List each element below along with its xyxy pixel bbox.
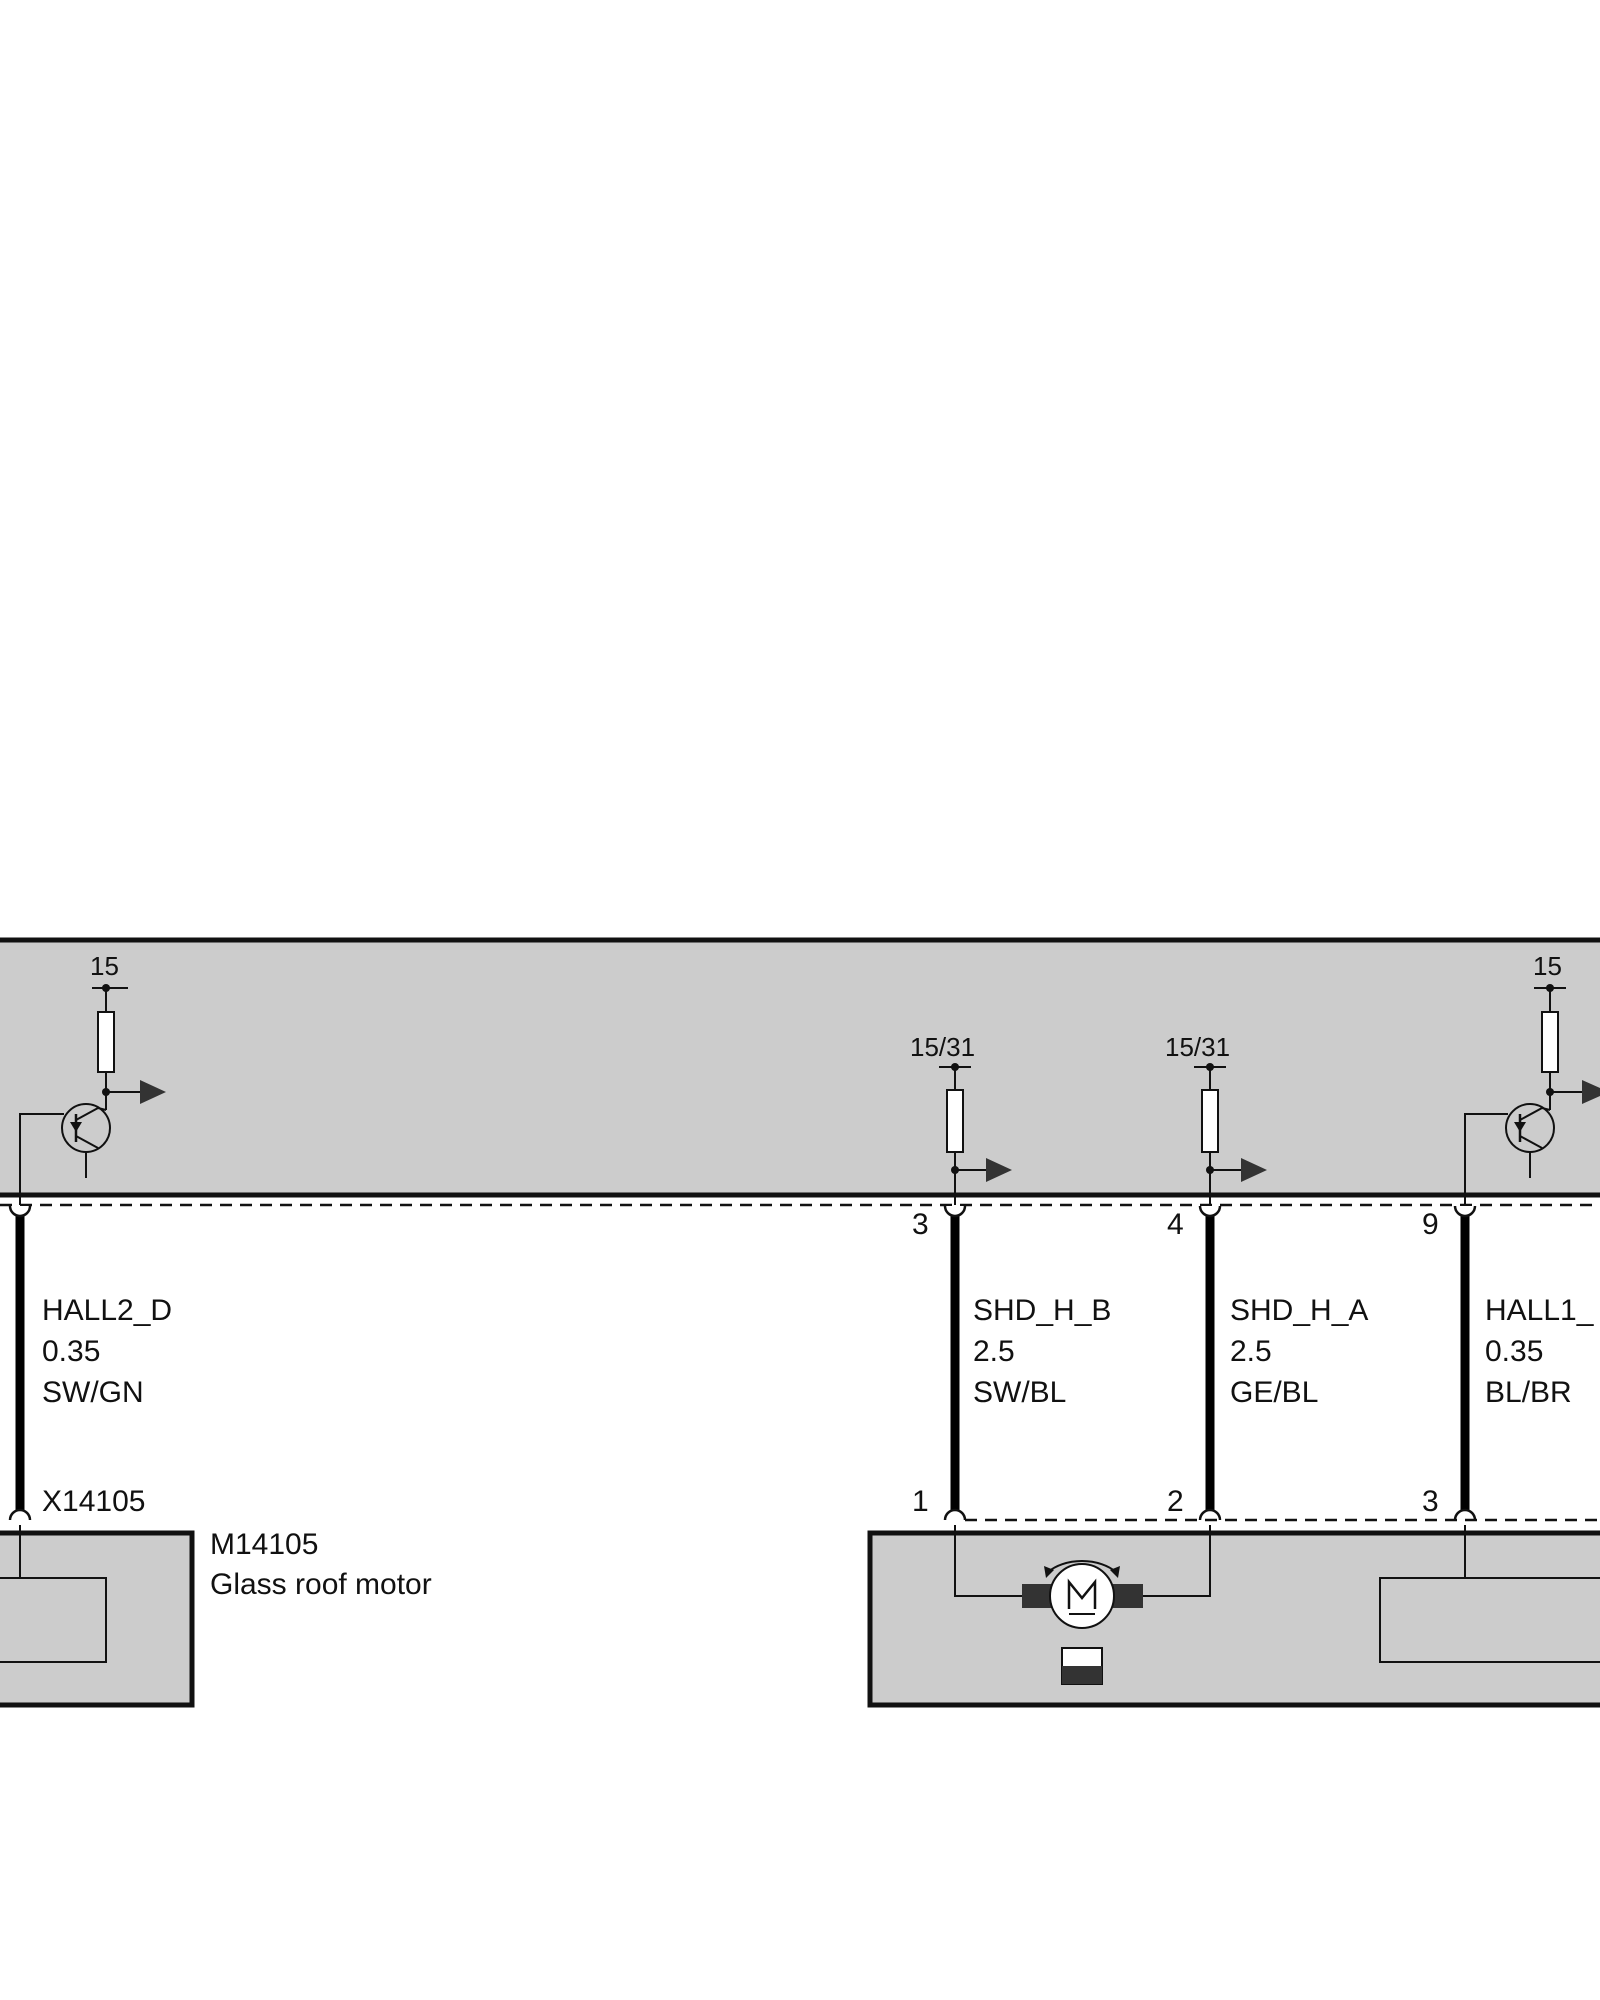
supply-label-left: 15 (90, 951, 119, 981)
pin4-supply-circuit: 15/31 (1165, 1032, 1267, 1205)
hall-sensor-inner-right (1379, 1577, 1600, 1663)
cross-section: 2.5 (973, 1335, 1015, 1368)
color-code: SW/BL (973, 1376, 1066, 1409)
arrow-right-icon (140, 1080, 166, 1104)
resistor-icon (97, 1011, 115, 1073)
pin-bottom-hall1: 3 (1422, 1485, 1439, 1518)
wire-label-shd-h-a: SHD_H_A 2.5 GE/BL (1230, 1294, 1368, 1409)
component-name: Glass roof motor (210, 1568, 432, 1601)
resistor-icon (1541, 1011, 1559, 1073)
wire-hall1 (1453, 1205, 1477, 1521)
pin-bottom-shd-h-b: 1 (912, 1485, 929, 1518)
control-unit-box (0, 937, 1600, 1198)
transistor-icon (61, 1103, 111, 1153)
color-code: GE/BL (1230, 1376, 1318, 1409)
signal-name: HALL1_ (1485, 1294, 1595, 1327)
cross-section: 0.35 (42, 1335, 100, 1368)
ground-block-icon (1061, 1647, 1103, 1685)
supply-label-pin4: 15/31 (1165, 1032, 1230, 1062)
arrow-right-icon (1241, 1158, 1267, 1182)
cross-section: 2.5 (1230, 1335, 1272, 1368)
component-id: M14105 (210, 1528, 318, 1561)
pin-top-hall1: 9 (1422, 1208, 1439, 1241)
motor-icon (1022, 1560, 1143, 1629)
pin-top-shd-h-b: 3 (912, 1208, 929, 1241)
wire-shd-h-a (1198, 1205, 1222, 1521)
supply-label-right: 15 (1533, 951, 1562, 981)
wire-label-hall2-d: HALL2_D 0.35 SW/GN (42, 1294, 172, 1409)
cross-section: 0.35 (1485, 1335, 1543, 1368)
resistor-icon (1201, 1089, 1219, 1153)
color-code: SW/GN (42, 1376, 144, 1409)
glass-roof-motor-module (867, 1530, 1600, 1708)
arrow-right-icon (1582, 1080, 1600, 1104)
signal-name: SHD_H_B (973, 1294, 1111, 1327)
signal-name: SHD_H_A (1230, 1294, 1368, 1327)
arrow-right-icon (986, 1158, 1012, 1182)
wire-label-hall1: HALL1_ 0.35 BL/BR (1485, 1294, 1595, 1409)
color-code: BL/BR (1485, 1376, 1572, 1409)
connector-id: X14105 (42, 1485, 145, 1518)
signal-name: HALL2_D (42, 1294, 172, 1327)
wire-hall2-d (8, 1205, 32, 1521)
wire-shd-h-b (943, 1205, 967, 1521)
hall-sensor-inner-left (0, 1577, 107, 1663)
pin3-supply-circuit: 15/31 (910, 1032, 1012, 1205)
hall-sensor-module-left (0, 1530, 195, 1708)
pin-bottom-shd-h-a: 2 (1167, 1485, 1184, 1518)
pin-top-shd-h-a: 4 (1167, 1208, 1184, 1241)
wire-label-shd-h-b: SHD_H_B 2.5 SW/BL (973, 1294, 1111, 1409)
right-hall-input-circuit: 15 (1464, 951, 1600, 1205)
left-hall-input-circuit: 15 (19, 951, 166, 1205)
resistor-icon (946, 1089, 964, 1153)
supply-label-pin3: 15/31 (910, 1032, 975, 1062)
